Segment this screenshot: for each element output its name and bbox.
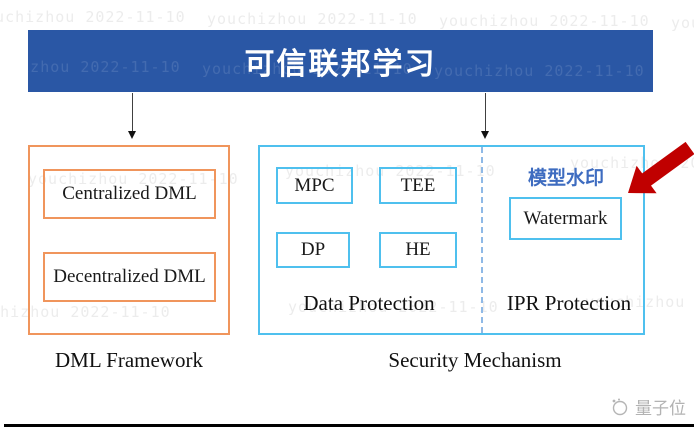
qbitai-icon [612, 398, 628, 415]
dp-box: DP [276, 232, 350, 268]
highlight-arrow-icon [628, 141, 694, 194]
watermark-tile: youchizhou 2022-11-10 [207, 10, 418, 28]
watermark-tile: youchizhou 2022-11-10 [202, 60, 413, 78]
watermark-tile: youchizhou 2022-11-10 [285, 162, 496, 180]
mpc-label: MPC [294, 174, 335, 196]
dml-framework-panel: Centralized DML Decentralized DML [28, 145, 230, 335]
decentralized-dml-label: Decentralized DML [53, 266, 206, 287]
dml-framework-label: DML Framework [55, 348, 203, 372]
watermark-tile: youchizhou 2022-11-10 [434, 62, 645, 80]
watermark-tile: youchizhou 2022-11-10 [0, 303, 171, 321]
mpc-box: MPC [276, 167, 353, 204]
watermark-tile: youchizhou 2022-11-10 [0, 8, 186, 26]
section-divider [481, 147, 483, 333]
tee-box: TEE [379, 167, 457, 204]
centralized-dml-box: Centralized DML [43, 169, 216, 219]
watermark-box: Watermark [509, 197, 622, 240]
watermark-tile: youchizhou 2022-11-10 [439, 12, 650, 30]
bottom-rule [4, 424, 694, 427]
decentralized-dml-box: Decentralized DML [43, 252, 216, 302]
watermark-tile: youchizhou 2022-11-10 [585, 293, 694, 311]
security-mechanism-panel: MPC TEE DP HE Data Protection 模型水印 Water… [258, 145, 645, 335]
dp-label: DP [300, 239, 326, 260]
qbitai-logo: 量子位 [610, 394, 686, 419]
data-protection-label: Data Protection [303, 291, 435, 315]
centralized-dml-label: Centralized DML [62, 183, 197, 204]
ipr-protection-label: IPR Protection [506, 291, 632, 315]
watermark-tile: youchizhou 2022-11-10 [671, 14, 694, 32]
header-bar: 可信联邦学习 [28, 30, 653, 92]
diagram-title: 可信联邦学习 [244, 47, 437, 82]
qbitai-label: 量子位 [635, 399, 686, 419]
model-watermark-annotation: 模型水印 [527, 167, 604, 189]
he-box: HE [379, 232, 457, 268]
watermark-tile: youchizhou 2022-11-10 [28, 170, 239, 188]
watermark-tile: youchizhou 2022-11-10 [288, 298, 499, 316]
connector-arrow-left [128, 93, 136, 139]
he-label: HE [405, 239, 431, 260]
tee-label: TEE [400, 174, 436, 196]
watermark-tile: youchizhou 2022-11-10 [0, 58, 181, 76]
watermark-label: Watermark [523, 207, 608, 229]
security-mechanism-label: Security Mechanism [388, 348, 562, 372]
connector-arrow-right [481, 93, 489, 139]
